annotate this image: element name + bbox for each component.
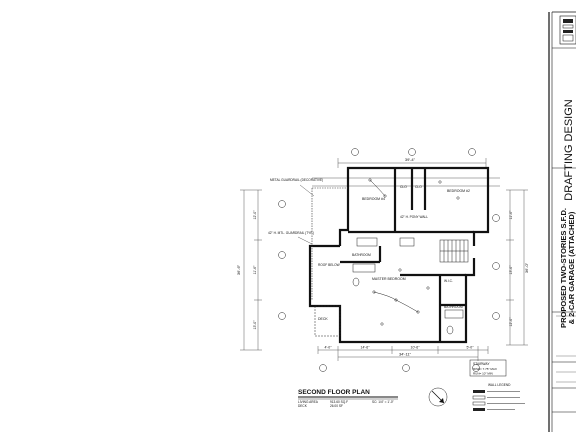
note-guardrail: 42" H. MTL. GUARDRAIL (TYP.): [268, 231, 314, 235]
room-wic: W.I.C.: [444, 279, 453, 283]
left-dimension-label: 36'-6": [236, 264, 241, 275]
fixtures: [352, 237, 464, 335]
plan-title-block: SECOND FLOOR PLAN LIVING AREA 913.60 SQ.…: [298, 387, 448, 408]
wall-legend: WALL LEGEND: [472, 383, 525, 411]
grid-bubbles: [278, 148, 500, 372]
left-seg-3: 13'-0": [253, 320, 257, 330]
room-bedroom2: BEDROOM #2: [447, 189, 470, 193]
interior-walls: [340, 168, 474, 342]
room-master-bedroom: MASTER BEDROOM: [372, 277, 406, 281]
left-seg-1: 12'-0": [253, 210, 257, 220]
bottom-seg-2: 14'-6": [361, 346, 371, 350]
stairway-box: STAIRWAY RISE= 7.75" MAX RUN= 10" MIN: [469, 359, 507, 377]
room-bedroom4: BEDROOM #4: [362, 197, 385, 201]
room-clo-1: CLO: [400, 185, 407, 189]
room-bathroom-2: BATHROOM: [444, 305, 463, 309]
area-label-deck: DECK: [298, 404, 308, 408]
top-dimension: 39'-4": [312, 157, 500, 187]
plan-title: SECOND FLOOR PLAN: [298, 389, 370, 396]
room-roof-below: ROOF BELOW: [318, 263, 340, 267]
right-dimension: 36'-0" 11'-0" 13'-0" 12'-0": [506, 189, 529, 346]
bottom-dimension: 4'-0" 14'-6" 10'-6" 5'-0" 34'-11": [317, 346, 489, 361]
north-arrow-icon: [428, 387, 448, 407]
firm-name: DRAFTING DESIGN: [563, 99, 575, 201]
stairway-run: RUN= 10" MIN: [473, 372, 493, 376]
note-pony-wall: 42" H. PONY WALL: [400, 215, 428, 219]
stair: [439, 239, 469, 263]
title-block: DRAFTING DESIGN PROPOSED TWO-STORIES S.F…: [548, 11, 576, 432]
right-dimension-label: 36'-0": [524, 262, 529, 273]
room-bathroom-1: BATHROOM: [352, 253, 371, 257]
floor-plan: 39'-4" 36'-6" 12'-0" 11'-6" 13'-0" 36'-0: [236, 148, 529, 411]
right-seg-1: 11'-0": [509, 210, 513, 219]
note-metal-guardrail: METAL GUARDRAIL (DECORATIVE): [270, 178, 323, 182]
left-dimension: 36'-6" 12'-0" 11'-6" 13'-0": [236, 189, 262, 351]
plan-notes: METAL GUARDRAIL (DECORATIVE) 42" H. MTL.…: [268, 178, 428, 245]
area-label-living: LIVING AREA: [298, 400, 319, 404]
left-seg-2: 11'-6": [253, 265, 257, 274]
area-value-living: 913.60 SQ.F: [330, 400, 348, 404]
scale-label: SC: 1/4" = 1'-0": [372, 400, 394, 404]
project-line-2: & 2-CAR GARAGE (ATTACHED): [567, 211, 576, 324]
stairway-title: STAIRWAY: [473, 362, 490, 366]
bottom-total-label: 34'-11": [399, 352, 412, 357]
project-line-1: PROPOSED TWO-STORIES S.F.D.: [559, 208, 568, 328]
outer-walls: [308, 166, 490, 344]
top-dimension-label: 39'-4": [405, 157, 416, 162]
bottom-seg-1: 4'-0": [325, 346, 333, 350]
electrical-symbols: [368, 178, 460, 326]
area-value-deck: 26.00 SF: [330, 404, 343, 408]
right-seg-3: 12'-0": [509, 317, 513, 327]
bottom-seg-3: 10'-6": [411, 346, 421, 350]
room-labels: BEDROOM #4 BEDROOM #2 CLO CLO BATHROOM M…: [318, 185, 470, 321]
wall-legend-title: WALL LEGEND: [488, 383, 511, 387]
room-deck: DECK: [318, 317, 328, 321]
firm-logo: [559, 15, 576, 45]
bottom-seg-4: 5'-0": [467, 346, 475, 350]
room-clo-2: CLO: [415, 185, 422, 189]
right-seg-2: 13'-0": [509, 265, 513, 275]
stairway-rise: RISE= 7.75" MAX: [473, 367, 497, 371]
